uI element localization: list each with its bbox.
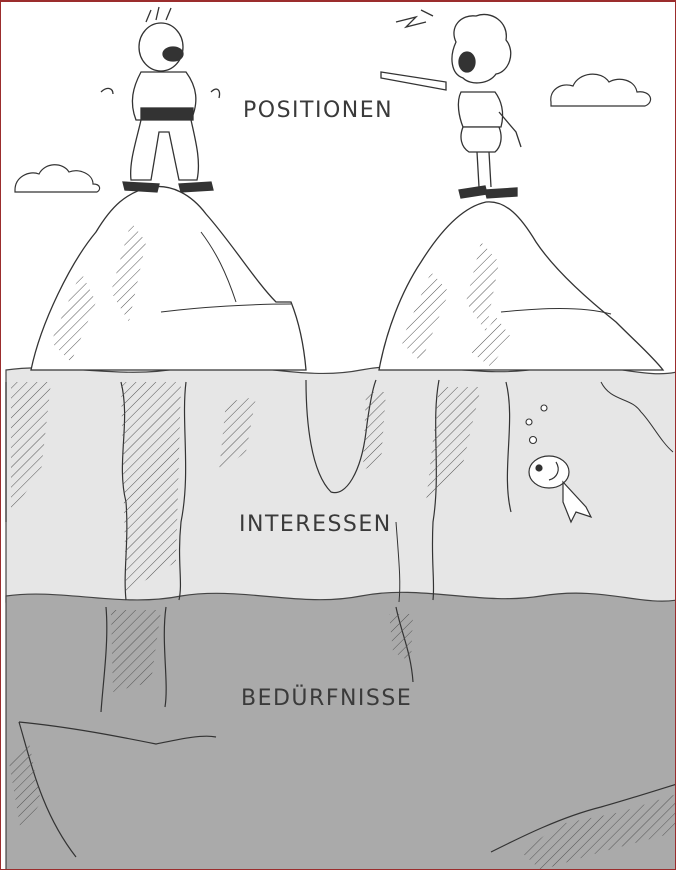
layer-label-needs: BEDÜRFNISSE	[241, 686, 412, 711]
layer-label-interests: INTERESSEN	[239, 512, 392, 537]
cloud-icon	[551, 74, 651, 106]
cloud-icon	[15, 165, 100, 192]
interests-water	[6, 365, 676, 602]
interests-shade-2	[121, 382, 181, 592]
layer-label-positions: POSITIONEN	[243, 98, 393, 123]
man-figure	[101, 7, 220, 192]
woman-figure	[381, 10, 521, 198]
